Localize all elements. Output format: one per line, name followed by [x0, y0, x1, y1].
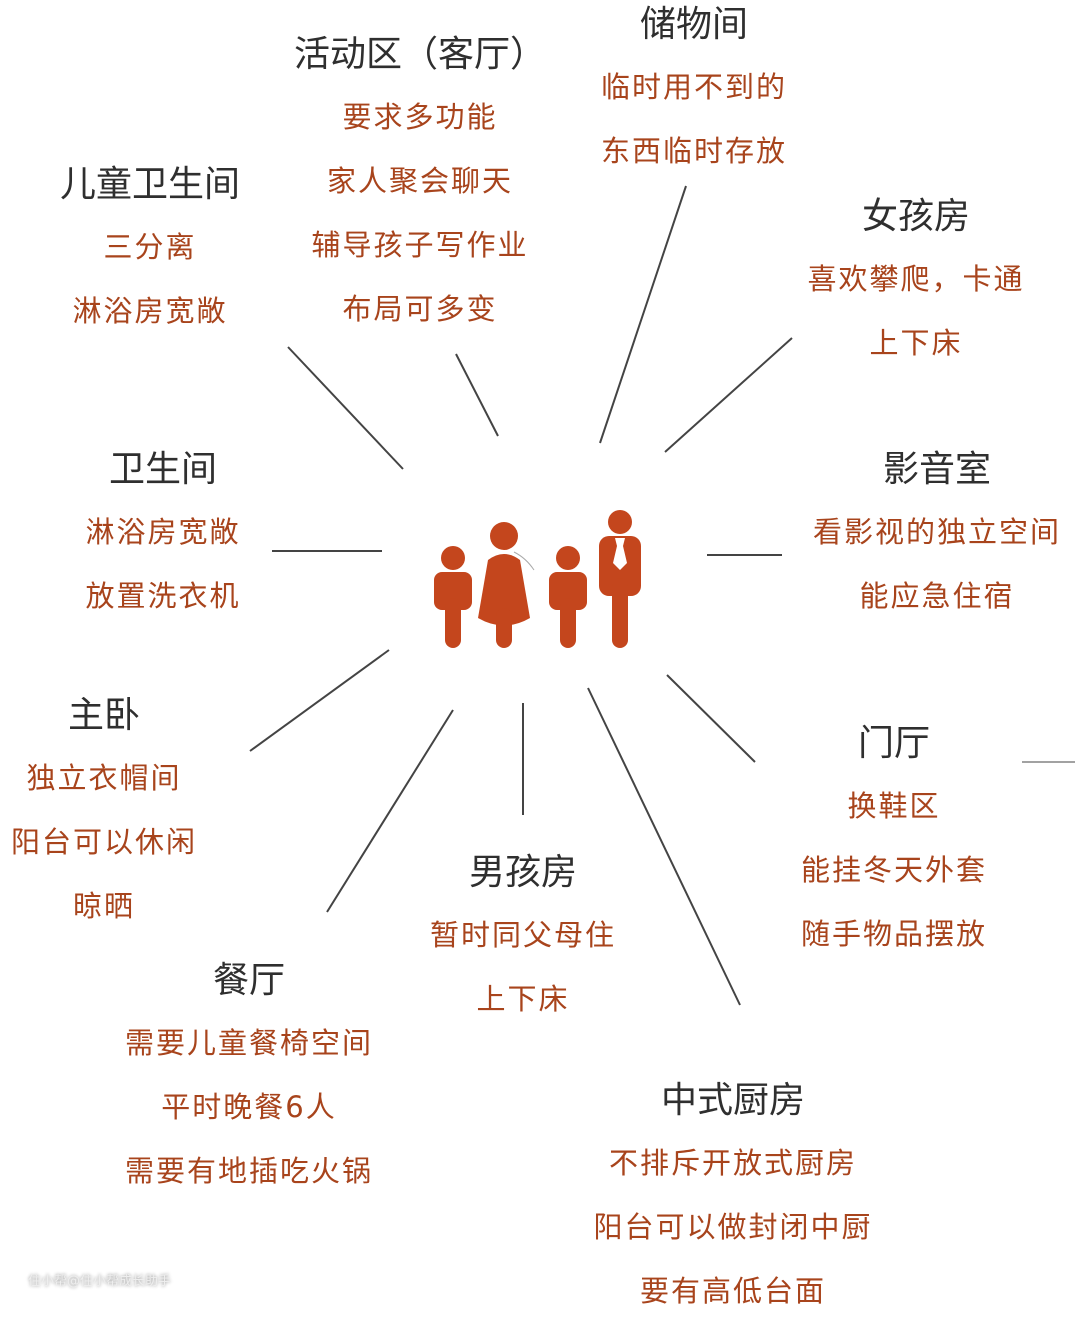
room-note: 不排斥开放式厨房 [608, 1146, 858, 1180]
room-note: 喜欢攀爬，卡通 [807, 262, 1025, 296]
room-note: 暂时同父母住 [429, 918, 617, 952]
room-note: 平时晚餐6人 [161, 1090, 337, 1124]
room-title: 门厅 [857, 723, 931, 764]
room-note: 换鞋区 [847, 789, 941, 823]
room-title: 卫生间 [108, 449, 218, 490]
room-note: 能挂冬天外套 [800, 853, 988, 887]
room-title: 储物间 [639, 4, 749, 45]
room-title: 餐厅 [212, 960, 286, 1001]
room-dining: 餐厅 需要儿童餐椅空间 平时晚餐6人 需要有地插吃火锅 [125, 951, 373, 1203]
room-note: 辅导孩子写作业 [311, 228, 529, 262]
room-kitchen: 中式厨房 不排斥开放式厨房 阳台可以做封闭中厨 要有高低台面 [593, 1071, 872, 1323]
room-note: 上下床 [869, 326, 963, 360]
connector-foyer [666, 674, 756, 763]
room-title: 儿童卫生间 [59, 164, 241, 205]
room-bathroom: 卫生间 淋浴房宽敞 放置洗衣机 [85, 440, 240, 628]
room-living: 活动区（客厅） 要求多功能 家人聚会聊天 辅导孩子写作业 布局可多变 [294, 25, 546, 341]
room-note: 需要有地插吃火锅 [124, 1154, 374, 1188]
connector-girl-room [664, 337, 793, 453]
room-note: 要求多功能 [342, 100, 498, 134]
connector-living [455, 353, 499, 437]
room-title: 中式厨房 [660, 1080, 806, 1121]
room-title: 活动区（客厅） [293, 34, 547, 75]
room-note: 阳台可以休闲 [10, 825, 198, 859]
room-theater: 影音室 看影视的独立空间 能应急住宿 [813, 440, 1061, 628]
room-boy-room: 男孩房 暂时同父母住 上下床 [430, 843, 616, 1031]
room-note: 东西临时存放 [600, 134, 788, 168]
family-icon [434, 510, 641, 648]
room-note: 阳台可以做封闭中厨 [593, 1210, 873, 1244]
room-note: 晾晒 [72, 889, 136, 923]
room-note: 家人聚会聊天 [326, 164, 514, 198]
room-note: 能应急住宿 [859, 579, 1015, 613]
connector-dining [326, 709, 454, 913]
connector-master [249, 649, 390, 752]
room-note: 布局可多变 [342, 292, 498, 326]
connector-kitchen [587, 687, 741, 1006]
room-note: 放置洗衣机 [85, 579, 241, 613]
room-title: 影音室 [882, 449, 992, 490]
room-master: 主卧 独立衣帽间 阳台可以休闲 晾晒 [11, 686, 197, 938]
room-title: 主卧 [67, 695, 141, 736]
watermark: 住小帮@住小帮成长助手 [28, 1274, 172, 1289]
room-storage: 储物间 临时用不到的 东西临时存放 [601, 0, 787, 183]
room-note: 三分离 [103, 230, 197, 264]
room-note: 要有高低台面 [639, 1274, 827, 1308]
room-title: 男孩房 [468, 852, 578, 893]
room-note: 独立衣帽间 [26, 761, 182, 795]
room-note: 随手物品摆放 [800, 917, 988, 951]
room-kids-bath: 儿童卫生间 三分离 淋浴房宽敞 [60, 155, 240, 343]
room-note: 临时用不到的 [600, 70, 788, 104]
connector-kids-bath [287, 346, 404, 470]
connector-storage [599, 185, 687, 444]
room-note: 上下床 [476, 982, 570, 1016]
room-note: 淋浴房宽敞 [85, 515, 241, 549]
room-title: 女孩房 [861, 196, 971, 237]
room-note: 看影视的独立空间 [812, 515, 1062, 549]
room-note: 需要儿童餐椅空间 [124, 1026, 374, 1060]
room-foyer: 门厅 换鞋区 能挂冬天外套 随手物品摆放 [801, 714, 987, 966]
room-note: 淋浴房宽敞 [72, 294, 228, 328]
room-girl-room: 女孩房 喜欢攀爬，卡通 上下床 [807, 187, 1024, 375]
